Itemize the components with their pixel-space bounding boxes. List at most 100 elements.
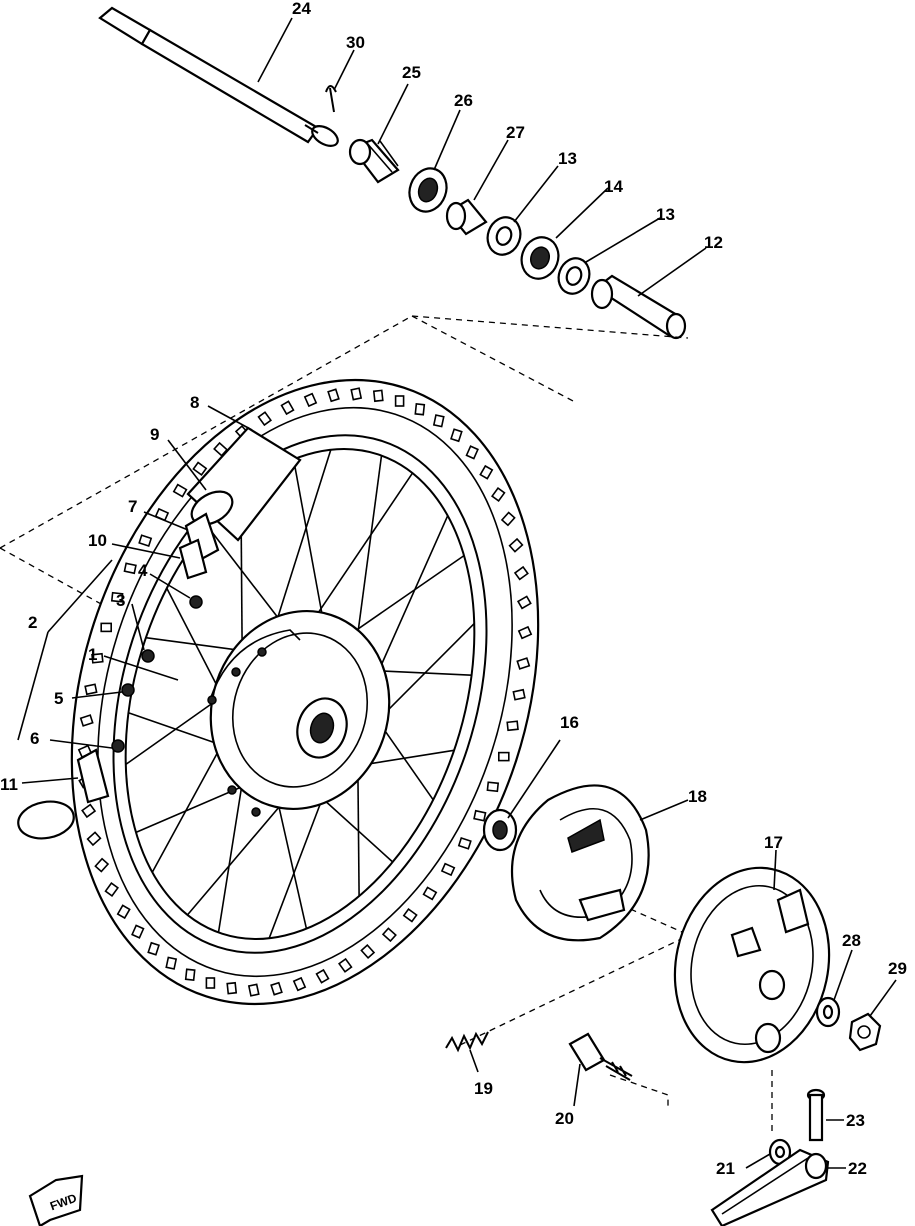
- label-4: 4: [138, 561, 148, 580]
- tread-block: [123, 562, 137, 575]
- spoke: [306, 472, 414, 630]
- tread-block: [165, 956, 178, 970]
- tread-block: [479, 464, 494, 480]
- tread-block: [257, 411, 272, 427]
- tread-block: [457, 837, 472, 850]
- tread-block: [138, 534, 153, 547]
- oil-seal-16: [482, 808, 518, 852]
- label-13-top: 13: [558, 149, 577, 168]
- spoke: [354, 455, 383, 654]
- spoke: [217, 766, 246, 933]
- tread-block: [440, 862, 456, 877]
- label-18: 18: [688, 787, 707, 806]
- tread-block: [192, 461, 208, 476]
- collar-27: [445, 198, 488, 236]
- tread-block: [516, 595, 532, 610]
- tread-block: [292, 976, 307, 992]
- tread-block: [513, 565, 529, 581]
- tread-block: [84, 683, 98, 696]
- tread-block: [110, 591, 124, 603]
- tread-block: [517, 625, 533, 640]
- label-12: 12: [704, 233, 723, 252]
- label-1: 1: [88, 645, 97, 664]
- label-27: 27: [506, 123, 525, 142]
- rim-lock-7-10: [178, 512, 220, 580]
- hub-1: [207, 609, 391, 817]
- tread-block: [350, 387, 363, 401]
- spoke: [270, 449, 332, 640]
- tread-block: [414, 403, 426, 416]
- tread-block: [91, 652, 104, 664]
- nipples-3-4-5-6: [111, 595, 203, 753]
- tread-block: [184, 968, 196, 981]
- cap-11: [17, 748, 110, 840]
- tread-block: [280, 400, 295, 416]
- bearing-13-top: [486, 216, 522, 256]
- nut-29: [848, 1012, 882, 1052]
- tread-block: [104, 881, 119, 898]
- tread-block: [508, 537, 524, 553]
- tread-block: [86, 831, 102, 847]
- label-28: 28: [842, 931, 861, 950]
- tread-block: [172, 483, 188, 498]
- tread-block: [500, 511, 516, 527]
- label-20: 20: [555, 1109, 574, 1128]
- tread-block: [226, 981, 238, 995]
- tread-block: [94, 857, 110, 873]
- tread-block: [131, 924, 145, 939]
- label-10: 10: [88, 531, 107, 550]
- label-13-bottom: 13: [656, 205, 675, 224]
- label-14: 14: [604, 177, 623, 196]
- label-22: 22: [848, 1159, 867, 1178]
- spoke: [186, 790, 294, 916]
- washer-28: [815, 996, 841, 1028]
- rim: [112, 434, 488, 954]
- tread-block: [81, 803, 97, 819]
- spoke: [369, 515, 449, 691]
- tread-block: [303, 392, 318, 408]
- spoke: [273, 787, 308, 929]
- tread-block: [100, 622, 112, 633]
- cotter-pin-30: [325, 85, 337, 113]
- spoke: [268, 780, 330, 939]
- tread-block: [491, 486, 506, 503]
- label-9: 9: [150, 425, 159, 444]
- tread-block: [116, 904, 131, 920]
- axle-24: [98, 6, 339, 147]
- tread-block: [338, 957, 353, 973]
- label-26: 26: [454, 91, 473, 110]
- tread-block: [394, 395, 405, 407]
- leader-lines: [17, 17, 897, 1169]
- label-30: 30: [346, 33, 365, 52]
- collar-12: [590, 274, 687, 340]
- tread-block: [315, 968, 330, 984]
- tread-block: [486, 781, 500, 793]
- label-8: 8: [190, 393, 199, 412]
- tread-block: [432, 414, 445, 428]
- tread-block: [422, 886, 438, 901]
- tread-block: [516, 657, 531, 670]
- brake-shoe-18: [510, 784, 650, 942]
- label-5: 5: [54, 689, 63, 708]
- callout-labels: 24 30 25 26 27 13 14 13 12 8 9 7 10 4 3 …: [0, 0, 907, 1178]
- tread-block: [381, 927, 397, 943]
- spoke: [341, 554, 465, 641]
- label-16: 16: [560, 713, 579, 732]
- tread-block: [360, 943, 376, 960]
- label-29: 29: [888, 959, 907, 978]
- label-3: 3: [116, 591, 125, 610]
- tread-block: [270, 981, 283, 996]
- washer-21: [768, 1138, 792, 1166]
- tread-block: [79, 714, 94, 727]
- spacer-25: [348, 138, 400, 184]
- tread-block: [465, 445, 479, 460]
- tread-block: [147, 941, 160, 956]
- label-19: 19: [474, 1079, 493, 1098]
- tread-block: [506, 720, 519, 732]
- cam-shaft-20: [568, 1032, 633, 1081]
- cam-lever-22: [710, 1148, 830, 1226]
- tread-block: [497, 751, 510, 762]
- bearing-13-bottom: [557, 257, 591, 295]
